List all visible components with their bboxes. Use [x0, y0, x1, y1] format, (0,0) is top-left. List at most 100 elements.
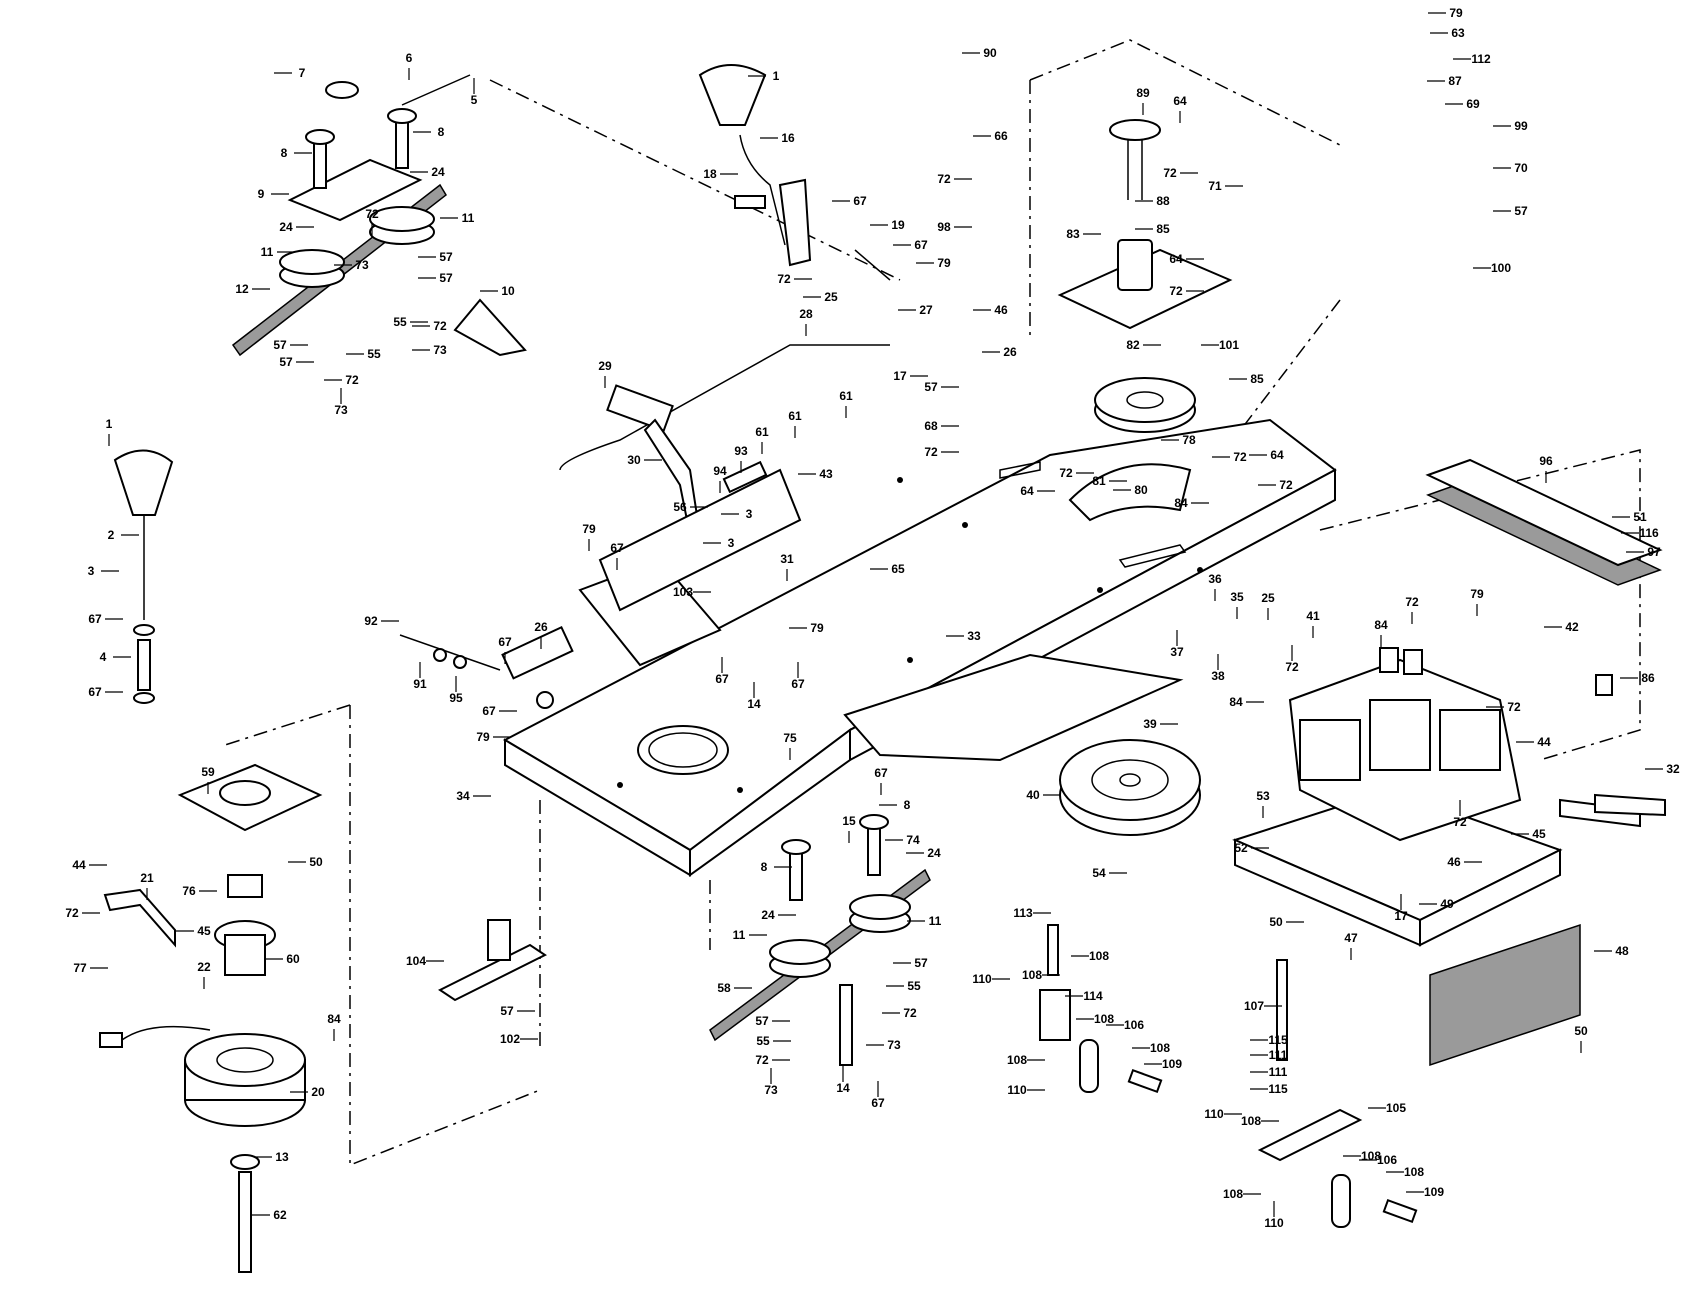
callout-number: 63	[1451, 26, 1465, 40]
callout: 14	[836, 1066, 850, 1095]
callout: 116	[1621, 526, 1659, 540]
callout-number: 67	[482, 704, 496, 718]
callout: 72	[1258, 478, 1293, 492]
callout: 8	[413, 125, 445, 139]
callout: 67	[871, 1081, 885, 1110]
callout-number: 13	[275, 1150, 289, 1164]
callout-number: 72	[1279, 478, 1293, 492]
callout-number: 108	[1150, 1041, 1170, 1055]
callout-number: 57	[914, 956, 928, 970]
callout: 72	[937, 172, 972, 186]
callout-number: 95	[449, 691, 463, 705]
callout-number: 57	[439, 250, 453, 264]
right-lift-assembly	[709, 814, 931, 1066]
callout-number: 108	[1094, 1012, 1114, 1026]
callout: 85	[1135, 222, 1170, 236]
callout-number: 72	[365, 207, 379, 221]
callout: 106	[1359, 1153, 1397, 1167]
callout-number: 55	[367, 347, 381, 361]
callout-number: 11	[929, 914, 942, 928]
callout-number: 114	[1083, 989, 1103, 1003]
callout-number: 79	[1470, 587, 1484, 601]
callout: 55	[393, 315, 428, 329]
throttle-knob	[113, 449, 174, 704]
callout-number: 96	[1539, 454, 1553, 468]
callout-number: 76	[182, 884, 196, 898]
callout: 108	[1076, 1012, 1114, 1026]
callout-number: 72	[755, 1053, 769, 1067]
callout: 48	[1594, 944, 1629, 958]
callout: 68	[924, 419, 959, 433]
callout: 108	[1007, 1053, 1045, 1067]
callout-number: 61	[755, 425, 769, 439]
callout-number: 75	[783, 731, 797, 745]
callout-number: 26	[1003, 345, 1017, 359]
callout-number: 72	[1405, 595, 1419, 609]
callout-number: 43	[819, 467, 833, 481]
callout: 61	[755, 425, 769, 454]
callout-number: 108	[1089, 949, 1109, 963]
callout: 115	[1250, 1033, 1288, 1047]
callout: 50	[1574, 1024, 1588, 1053]
callout: 39	[1143, 717, 1178, 731]
callout-number: 49	[1440, 897, 1454, 911]
callout: 15	[842, 814, 856, 843]
callout: 79	[916, 256, 951, 270]
callout: 5	[471, 78, 478, 107]
callout-number: 77	[73, 961, 87, 975]
callout: 24	[761, 908, 796, 922]
callout: 109	[1144, 1057, 1182, 1071]
callout-number: 41	[1306, 609, 1320, 623]
rear-bumper	[1429, 923, 1581, 1067]
callout: 19	[870, 218, 905, 232]
callout-number: 64	[1020, 484, 1034, 498]
callout: 29	[598, 359, 612, 388]
callout-number: 115	[1268, 1082, 1288, 1096]
callout-number: 73	[334, 403, 348, 417]
callout-number: 108	[1241, 1114, 1261, 1128]
callout: 95	[449, 676, 463, 705]
callout-number: 10	[501, 284, 515, 298]
callout: 72	[1059, 466, 1094, 480]
callout-number: 105	[1386, 1101, 1406, 1115]
callout-number: 55	[756, 1034, 770, 1048]
deck-hanger-right	[1257, 959, 1418, 1228]
callout-number: 101	[1219, 338, 1239, 352]
callout: 72	[924, 445, 959, 459]
deck-hanger-left	[1039, 924, 1163, 1094]
callout-number: 72	[1059, 466, 1073, 480]
callout-number: 79	[582, 522, 596, 536]
callout-number: 84	[1174, 496, 1188, 510]
callout: 24	[410, 165, 445, 179]
callout-number: 109	[1424, 1185, 1444, 1199]
callout-number: 103	[673, 585, 693, 599]
callout-number: 72	[1169, 284, 1183, 298]
callout-number: 1	[106, 417, 113, 431]
callout-number: 45	[1532, 827, 1546, 841]
callout-number: 72	[1163, 166, 1177, 180]
callout-number: 3	[746, 507, 753, 521]
callout: 22	[197, 960, 211, 989]
callout: 81	[1092, 474, 1127, 488]
callout: 108	[1386, 1165, 1424, 1179]
callout-number: 5	[471, 93, 478, 107]
callout: 92	[364, 614, 399, 628]
callout-number: 110	[972, 972, 992, 986]
callout-number: 33	[967, 629, 981, 643]
callout-number: 57	[500, 1004, 514, 1018]
callout: 17	[893, 369, 928, 383]
callout-number: 67	[610, 541, 624, 555]
callout: 88	[1135, 194, 1170, 208]
callout: 86	[1620, 671, 1655, 685]
mount-bars	[1425, 458, 1663, 696]
callout: 72	[777, 272, 812, 286]
callout-number: 54	[1092, 866, 1106, 880]
callout-number: 72	[777, 272, 791, 286]
callout: 101	[1201, 338, 1239, 352]
callout: 59	[201, 765, 215, 794]
callout: 42	[1544, 620, 1579, 634]
callout-number: 3	[728, 536, 735, 550]
callout: 67	[88, 685, 123, 699]
main-frame	[502, 418, 1337, 877]
callout-number: 113	[1013, 906, 1033, 920]
